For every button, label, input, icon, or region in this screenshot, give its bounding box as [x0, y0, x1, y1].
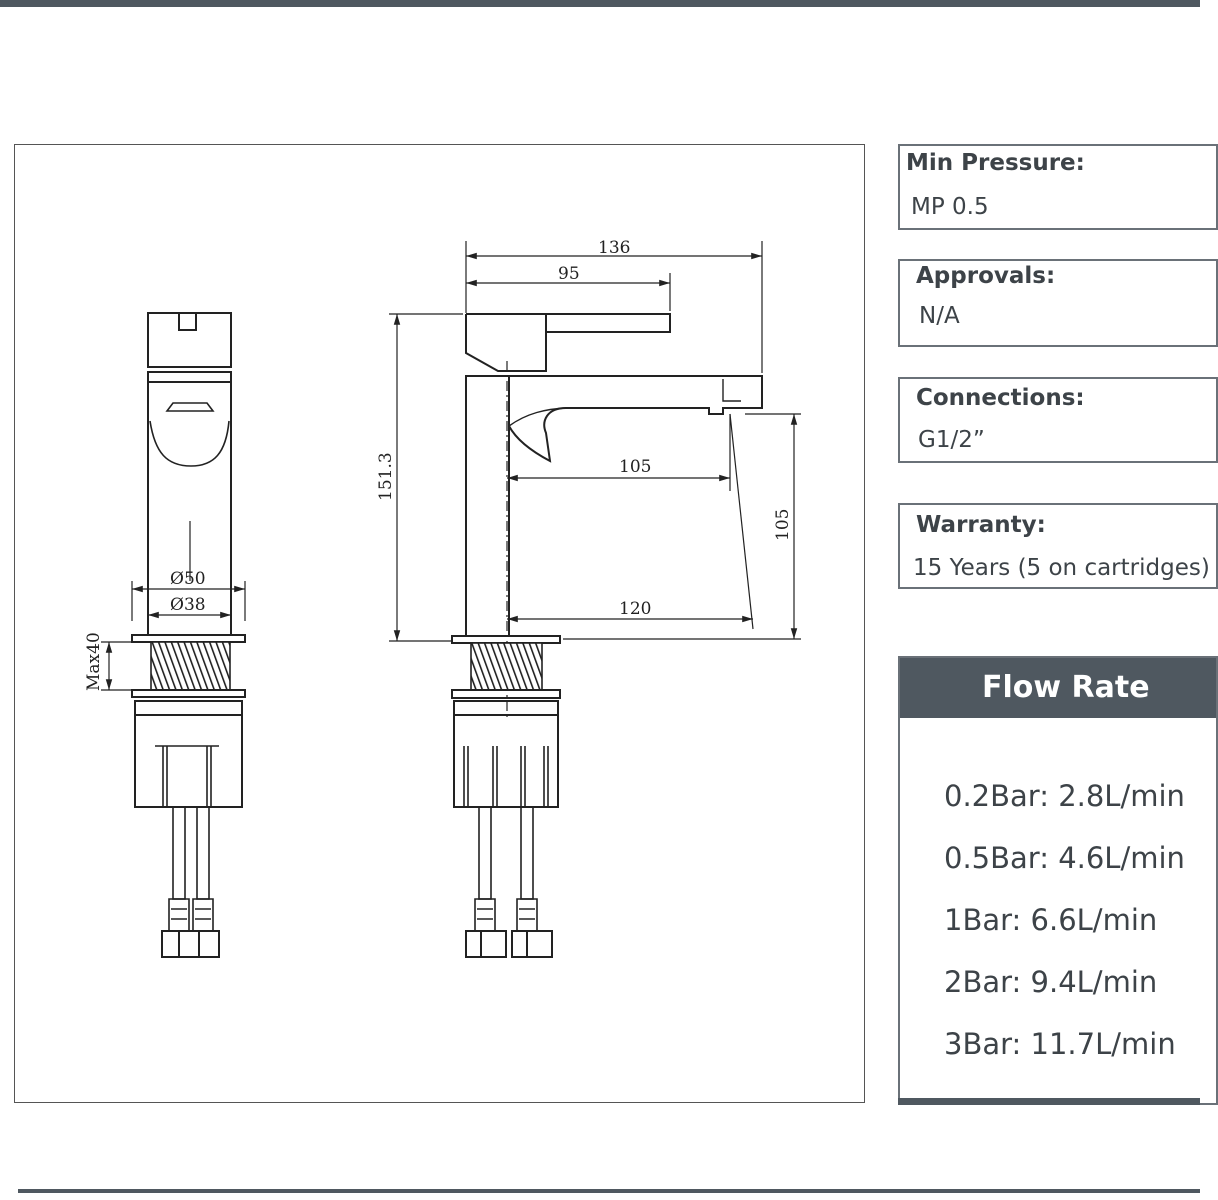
spec-min-pressure: Min Pressure: MP 0.5: [898, 144, 1218, 230]
spec-approvals: Approvals: N/A: [898, 259, 1218, 347]
front-spout-curve: [149, 420, 230, 467]
side-aerator-tip: [722, 379, 741, 402]
spec-connections-label: Connections:: [916, 385, 1085, 411]
dim-spout-reach-top: 105: [619, 457, 651, 477]
side-thread: [470, 642, 543, 691]
spec-min-pressure-value: MP 0.5: [911, 194, 989, 220]
spec-connections: Connections: G1/2”: [898, 377, 1218, 463]
dim-height: 151.3: [376, 452, 396, 501]
side-nut: [453, 714, 559, 808]
front-washer: [131, 689, 246, 698]
top-rule: [0, 0, 1200, 7]
flow-rate-item: 0.2Bar: 2.8L/min: [944, 779, 1185, 813]
front-handle-notch: [178, 312, 197, 331]
side-nut-ribs: [463, 746, 549, 807]
spec-connections-value: G1/2”: [918, 427, 985, 453]
flow-rate-panel: Flow Rate 0.2Bar: 2.8L/min 0.5Bar: 4.6L/…: [898, 656, 1218, 1105]
side-spout: [466, 375, 763, 463]
front-nut: [134, 714, 243, 808]
flow-rate-title: Flow Rate: [900, 658, 1216, 718]
dim-overall-reach: 136: [598, 238, 630, 258]
dim-max-thickness: Max40: [84, 632, 104, 691]
side-handle-lever: [466, 313, 671, 333]
side-hex-nuts: [465, 930, 553, 958]
side-washer: [451, 689, 561, 699]
flow-rate-item: 0.5Bar: 4.6L/min: [944, 841, 1185, 875]
dim-spout-reach-bottom: 120: [619, 599, 651, 619]
flow-rate-footer-bar: [898, 1098, 1200, 1105]
spec-approvals-value: N/A: [919, 303, 960, 329]
front-view: [101, 312, 246, 958]
dim-outer-diameter: Ø50: [170, 569, 206, 589]
spec-min-pressure-label: Min Pressure:: [906, 150, 1085, 176]
spec-warranty-value: 15 Years (5 on cartridges): [913, 555, 1210, 581]
front-aerator: [165, 402, 215, 412]
flow-rate-item: 2Bar: 9.4L/min: [944, 965, 1158, 999]
flow-rate-item: 1Bar: 6.6L/min: [944, 903, 1158, 937]
dim-inner-diameter: Ø38: [170, 595, 206, 615]
bottom-rule: [18, 1189, 1200, 1193]
water-stream-line: [729, 413, 754, 630]
technical-drawing: 136 95 151.3 105 105 120 Ø50 Ø38 Max40: [14, 144, 865, 1103]
front-hex-nuts: [161, 930, 220, 958]
spec-warranty: Warranty: 15 Years (5 on cartridges): [898, 503, 1218, 589]
dim-handle-reach: 95: [558, 264, 580, 284]
spec-approvals-label: Approvals:: [916, 263, 1056, 289]
front-nut-ribs: [155, 745, 219, 807]
flow-rate-item: 3Bar: 11.7L/min: [944, 1027, 1176, 1061]
dim-spout-height: 105: [773, 509, 793, 541]
side-view: [389, 241, 801, 958]
side-spout-inner: [508, 407, 567, 427]
side-handle-body: [465, 314, 547, 372]
spec-warranty-label: Warranty:: [916, 512, 1046, 538]
